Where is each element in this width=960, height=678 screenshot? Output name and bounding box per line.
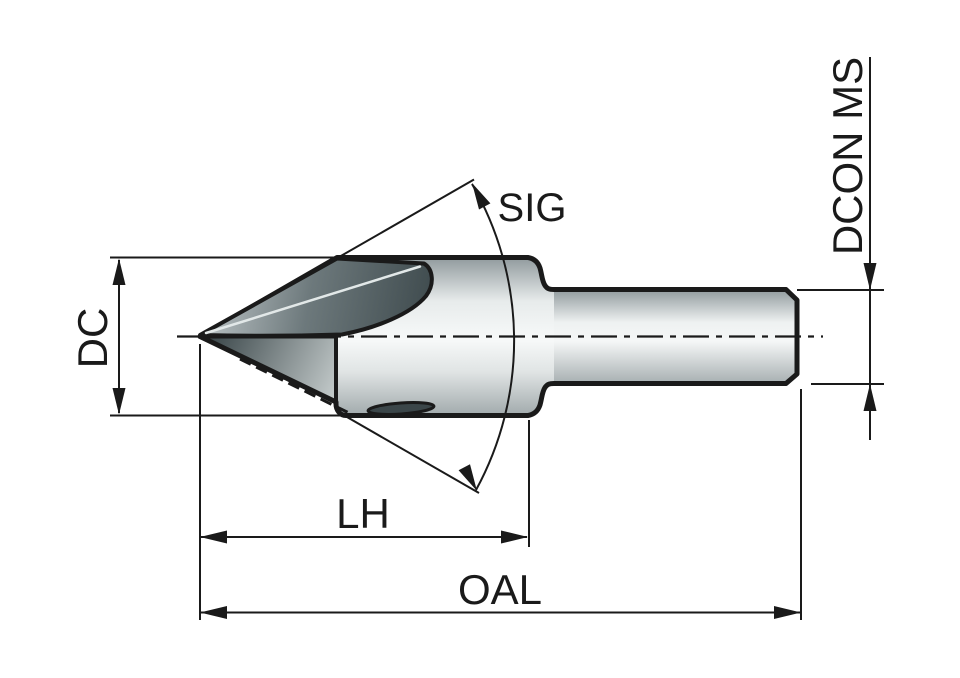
dc-dimension [110,256,342,417]
arrowhead [112,258,126,285]
flute-bottom-sliver [366,401,436,416]
arrowhead [863,263,877,290]
lh-dimension [199,344,530,620]
hidden-edge-dashed-line [239,357,351,415]
arrowhead [112,388,126,415]
arrowhead [200,606,227,619]
dc-label: DC [69,308,116,369]
sig-angle-line-upper [332,178,475,262]
cutting-lip-highlight [204,265,422,335]
arrowhead [472,183,491,210]
sig-angle-arc [471,183,516,491]
tool-outline [197,255,800,418]
arrowhead [458,464,477,491]
oal-dimension [200,389,802,620]
sig-label: SIG [498,186,567,230]
arrowhead [501,530,528,544]
dcon-dimension [797,57,884,440]
arrowhead [774,606,801,619]
arrowhead [863,384,877,411]
sig-angle-line-lower [339,412,480,494]
arrowhead [200,530,227,544]
lh-label: LH [336,490,390,537]
dcon-label: DCON MS [824,57,871,255]
oal-label: OAL [458,566,542,613]
